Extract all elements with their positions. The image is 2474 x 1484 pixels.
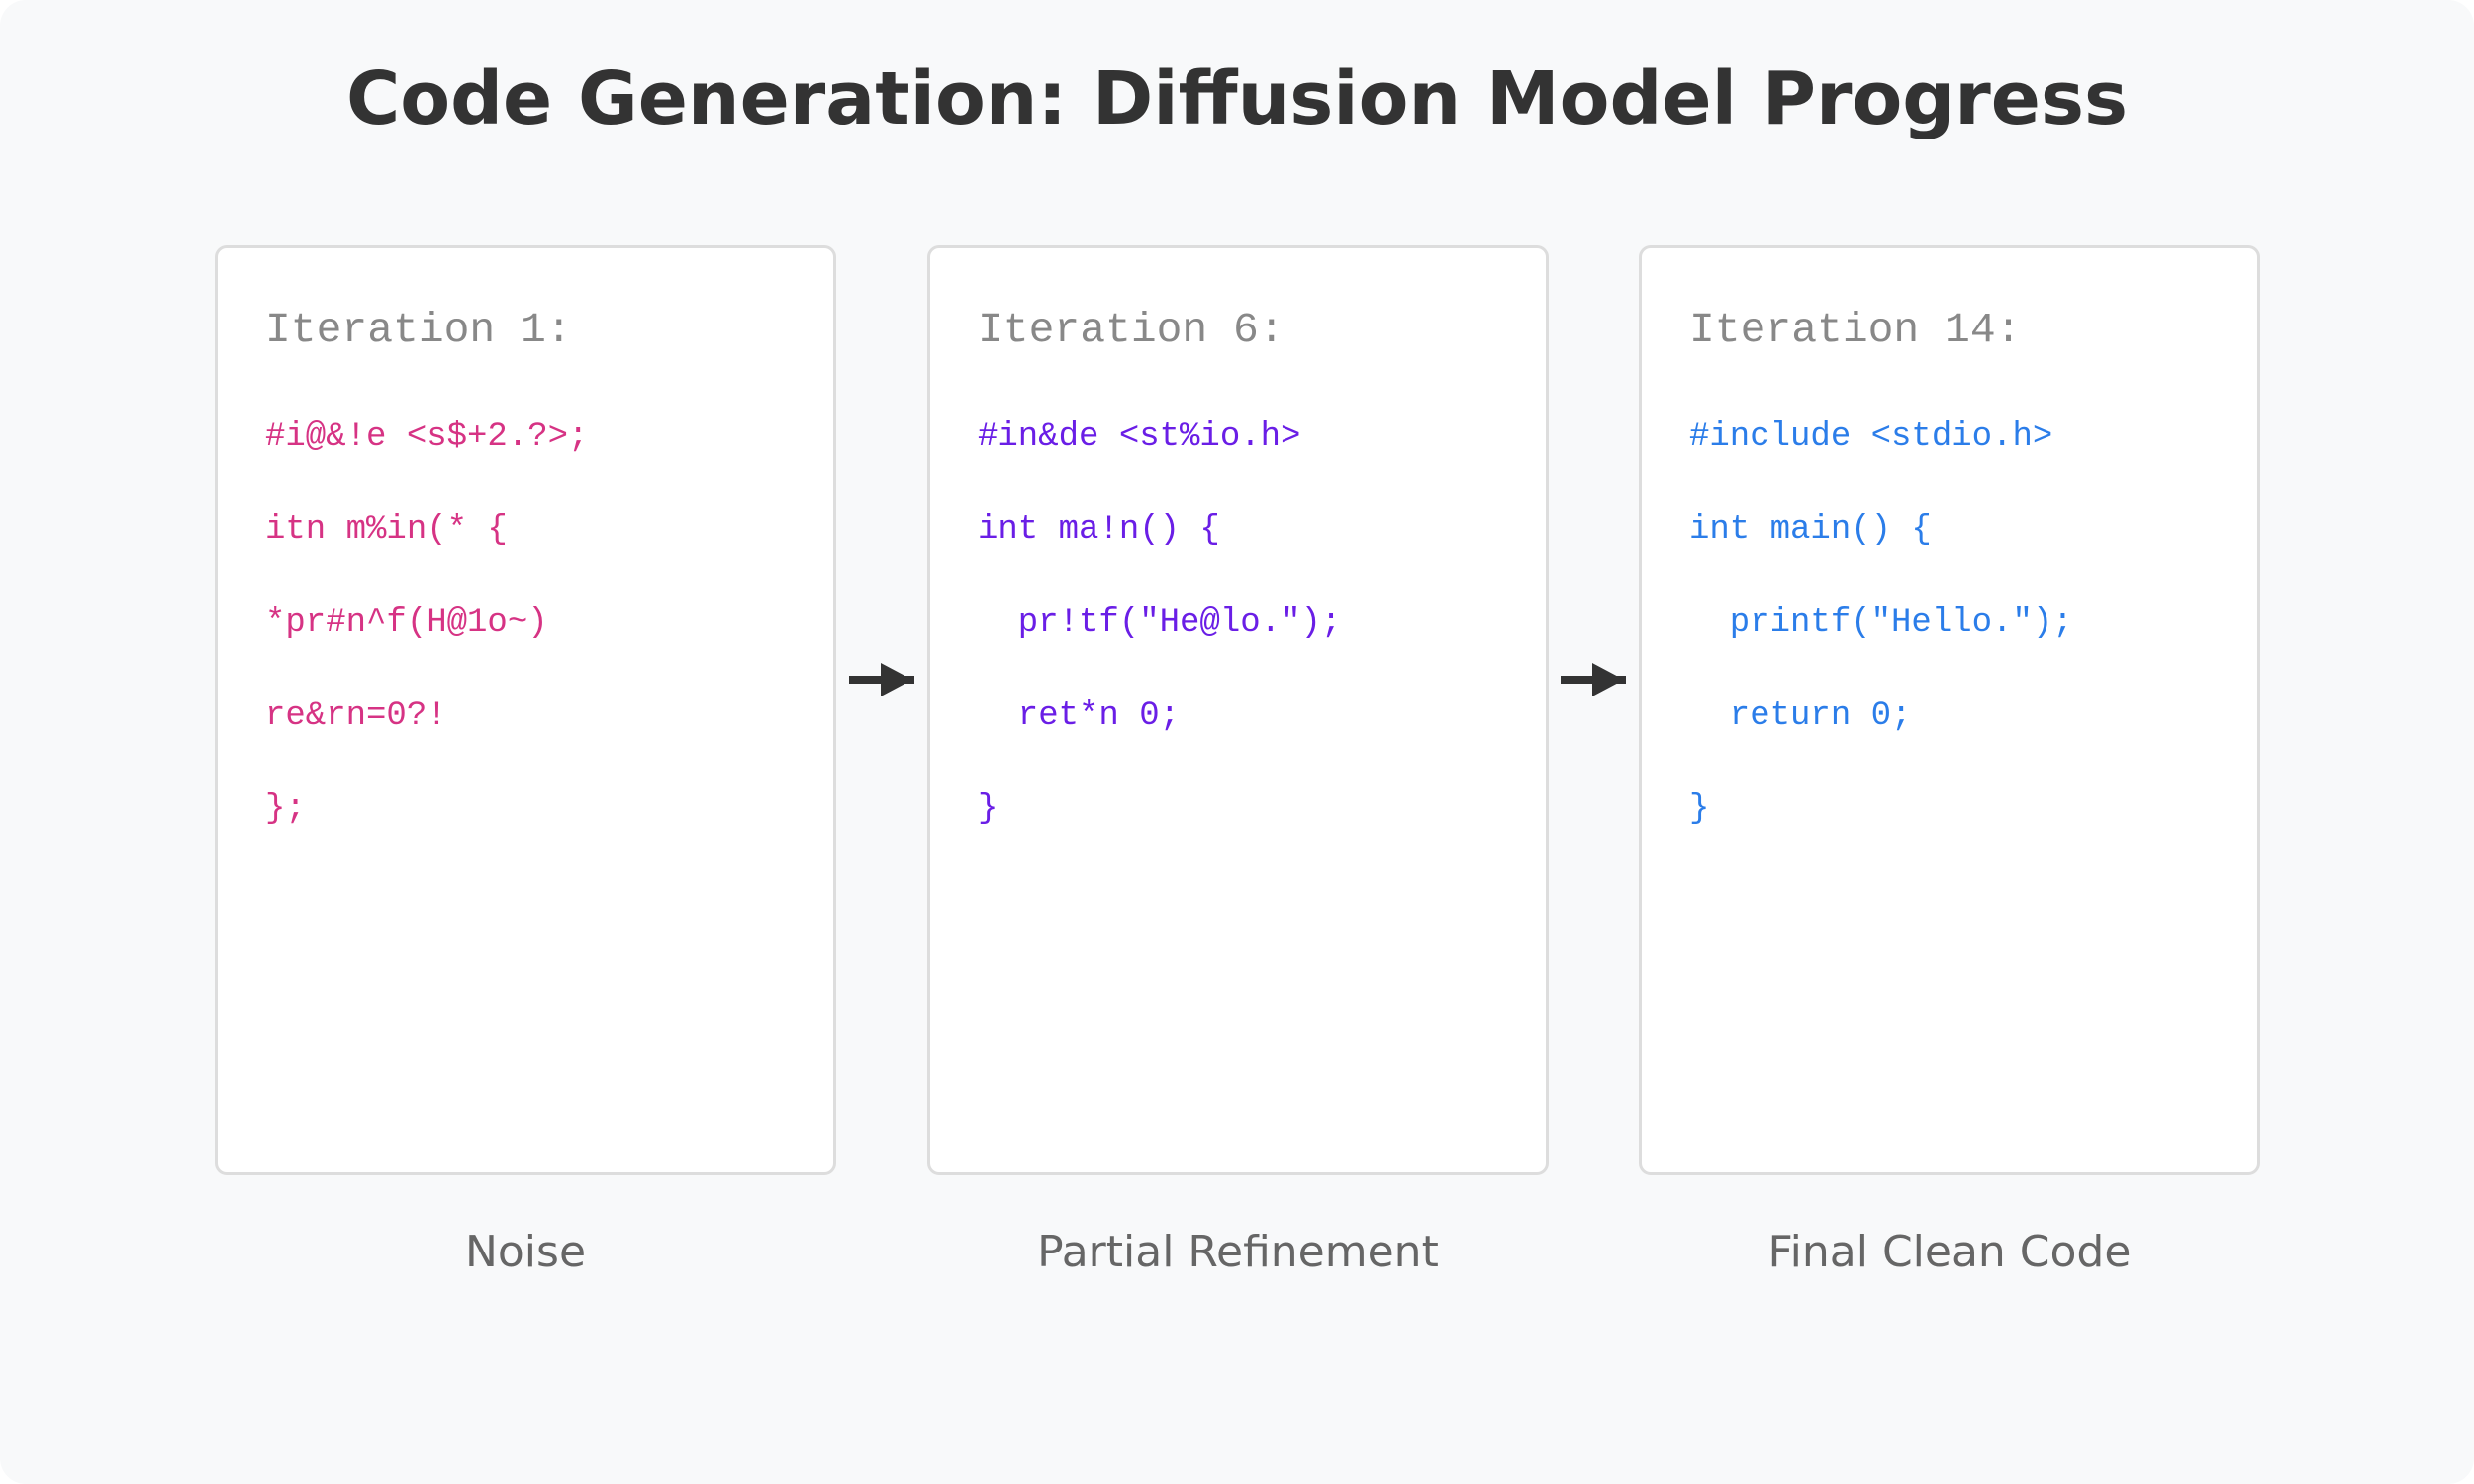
code-block: #in&de <st%io.h> int ma!n() { pr!tf("He@… [978,417,1341,882]
code-line: itn m%in(* { [265,511,508,549]
diagram-title: Code Generation: Diffusion Model Progres… [345,56,2129,141]
code-line: #i@&!e <s$+2.?>; [265,418,589,456]
code-line: } [978,790,999,828]
iteration-label: Iteration 14: [1689,306,2022,354]
code-line: printf("Hello."); [1689,604,2073,642]
code-line: re&rn=0?! [265,697,447,735]
code-line: int ma!n() { [978,511,1220,549]
panel-iteration-1: Iteration 1: #i@&!e <s$+2.?>; itn m%in(*… [215,245,836,1175]
arrow-right-icon [849,663,914,696]
iteration-label: Iteration 6: [978,306,1285,354]
code-line: pr!tf("He@lo."); [978,604,1342,642]
code-line: #in&de <st%io.h> [978,418,1301,456]
code-block: #i@&!e <s$+2.?>; itn m%in(* { *pr#n^f(H@… [265,417,588,882]
caption-noise: Noise [464,1227,587,1277]
code-line: return 0; [1689,697,1912,735]
code-line: *pr#n^f(H@1o~) [265,604,548,642]
code-line: #include <stdio.h> [1689,418,2053,456]
panel-iteration-6: Iteration 6: #in&de <st%io.h> int ma!n()… [927,245,1549,1175]
panel-iteration-14: Iteration 14: #include <stdio.h> int mai… [1639,245,2260,1175]
caption-partial-refinement: Partial Refinement [1037,1227,1439,1277]
caption-final-clean-code: Final Clean Code [1767,1227,2132,1277]
code-line: } [1689,790,1710,828]
code-block: #include <stdio.h> int main() { printf("… [1689,417,2073,882]
iteration-label: Iteration 1: [265,306,572,354]
arrow-right-icon [1561,663,1626,696]
code-line: int main() { [1689,511,1932,549]
code-line: ret*n 0; [978,697,1181,735]
code-line: }; [265,790,306,828]
